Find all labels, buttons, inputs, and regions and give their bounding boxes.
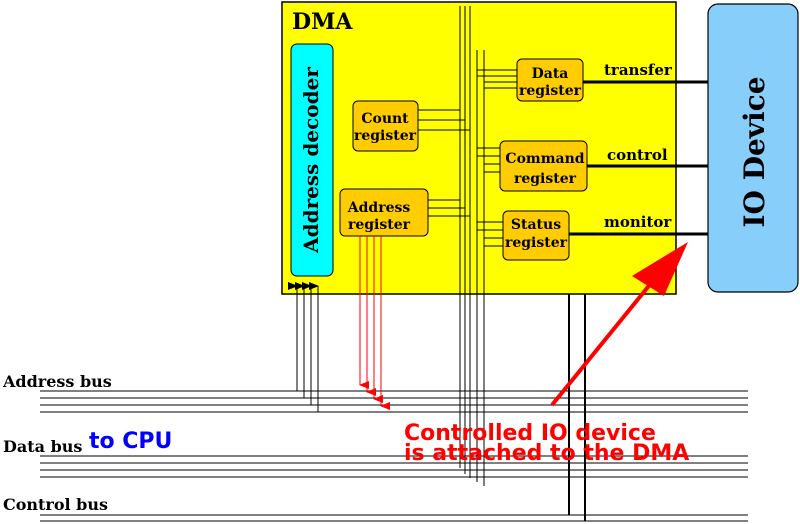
command-register-label-2: register	[514, 171, 577, 187]
control-bus-wires	[568, 294, 586, 521]
address-register-label-2: register	[348, 217, 411, 233]
decoder-input-wires	[288, 282, 319, 412]
io-device	[707, 3, 799, 293]
status-register-label-1: Status	[511, 217, 561, 233]
address-bus-label: Address bus	[2, 372, 112, 391]
data-register-label-1: Data	[532, 66, 569, 82]
address-decoder-label: Address decoder	[299, 67, 323, 254]
data-register-wires	[477, 69, 517, 89]
data-register-label-2: register	[519, 83, 582, 99]
count-register-wires	[418, 109, 470, 131]
data-bus-label: Data bus	[3, 437, 82, 456]
note-line-1: Controlled IO device	[404, 421, 656, 446]
command-register: Command register	[499, 140, 588, 192]
command-register-wires	[477, 147, 500, 173]
note-line-2: is attached to the DMA	[404, 441, 689, 466]
count-register-label-1: Count	[361, 111, 409, 127]
count-register: Count register	[352, 100, 419, 152]
address-register-wires	[428, 199, 470, 217]
dma-title: DMA	[292, 9, 353, 35]
status-register-label-2: register	[505, 235, 568, 251]
command-register-label-1: Command	[505, 151, 584, 167]
control-link-label: control	[607, 146, 668, 164]
address-register-output-wires	[359, 236, 390, 410]
data-bus-lines	[40, 455, 748, 478]
monitor-link-label: monitor	[604, 213, 672, 231]
transfer-link-label: transfer	[604, 61, 673, 79]
count-register-label-2: register	[354, 128, 417, 144]
address-register: Address register	[339, 188, 429, 237]
to-cpu-label: to CPU	[89, 429, 172, 454]
internal-bus-lines	[459, 6, 485, 486]
control-bus-lines	[40, 514, 748, 522]
control-bus-label: Control bus	[3, 495, 108, 514]
status-register: Status register	[502, 210, 570, 261]
data-register: Data register	[516, 58, 584, 102]
status-register-wires	[477, 221, 503, 247]
annotation-arrow	[550, 242, 688, 407]
io-links	[569, 80, 708, 236]
address-register-label-1: Address	[347, 200, 411, 216]
address-bus-lines	[40, 390, 748, 413]
address-decoder	[290, 43, 334, 277]
io-device-label: IO Device	[738, 76, 771, 227]
